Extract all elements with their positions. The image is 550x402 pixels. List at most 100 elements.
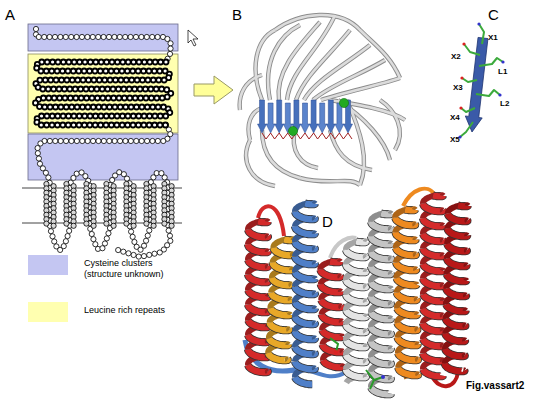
bead [104, 123, 109, 128]
bead [81, 78, 86, 83]
bead [77, 114, 82, 119]
helix-front [445, 349, 465, 356]
bead [77, 123, 82, 128]
panel-letter: C [488, 7, 499, 22]
panel-letter: B [232, 7, 242, 22]
helix-edge [396, 248, 416, 255]
bead [106, 34, 111, 39]
bead [39, 123, 44, 128]
bead [80, 105, 85, 110]
bead [108, 78, 113, 83]
bead [45, 60, 50, 65]
loop [258, 206, 284, 236]
helix-front [397, 323, 417, 330]
helix-bundle [248, 195, 468, 394]
bead [53, 105, 58, 110]
helix-front [446, 304, 466, 311]
helix-front [248, 305, 268, 313]
bead [79, 96, 84, 101]
bead [112, 34, 117, 39]
bead [102, 105, 107, 110]
bead [147, 228, 152, 233]
helix-front [447, 258, 467, 266]
bead [48, 78, 53, 83]
bead [139, 138, 144, 143]
side-chain [464, 44, 480, 55]
alpha-helix [268, 239, 294, 360]
bead [148, 87, 153, 92]
bead [89, 231, 94, 236]
helix-back [395, 209, 415, 218]
bead [62, 87, 67, 92]
bead [82, 69, 87, 74]
bead [147, 252, 152, 257]
bead [106, 96, 111, 101]
bead [55, 123, 60, 128]
bead [144, 34, 149, 39]
bead [155, 34, 160, 39]
helix-edge [248, 320, 268, 327]
bead [162, 78, 167, 83]
helix-front [270, 323, 290, 331]
bead [141, 69, 146, 74]
bead [66, 114, 71, 119]
bead [65, 233, 70, 238]
bead [43, 78, 48, 83]
helix-front [295, 362, 315, 370]
helix-edge [458, 202, 468, 211]
atom [334, 350, 338, 354]
bead [115, 114, 120, 119]
bead [58, 138, 63, 143]
helix-front [381, 210, 391, 217]
bead [158, 60, 163, 65]
helix-front [371, 236, 391, 244]
bead [35, 145, 40, 150]
beta-strand [309, 100, 318, 133]
ribbon [294, 130, 318, 168]
bead [103, 69, 108, 74]
bead [99, 60, 104, 65]
bead [101, 34, 106, 39]
bead [60, 69, 65, 74]
helix-edge [381, 210, 391, 219]
helix-edge [448, 214, 468, 222]
helix-edge [295, 256, 315, 264]
helix-front [268, 353, 288, 360]
ion-sphere [288, 126, 297, 135]
bead [88, 60, 93, 65]
bead [70, 78, 75, 83]
bead [93, 123, 98, 128]
bead [118, 105, 123, 110]
helix-edge [248, 290, 268, 297]
helix-edge [447, 274, 467, 281]
legend-text: Leucine rich repeats [84, 305, 184, 316]
helix-edge [371, 387, 391, 394]
helix-front [371, 312, 391, 319]
helix-edge [423, 204, 443, 212]
helix-edge [423, 234, 443, 241]
bead [157, 69, 162, 74]
bead [66, 60, 71, 65]
bead [66, 123, 71, 128]
bead [101, 138, 106, 143]
helix-edge [397, 323, 417, 330]
bead [155, 138, 160, 143]
helix-front [405, 206, 415, 213]
helix-front [445, 364, 465, 372]
bead [154, 87, 159, 92]
bead [91, 78, 96, 83]
bead [98, 123, 103, 128]
beta-strand [318, 103, 327, 133]
bead [126, 60, 131, 65]
bead [137, 60, 142, 65]
bead [96, 105, 101, 110]
bead [114, 123, 119, 128]
bead [50, 114, 55, 119]
helix-front [448, 214, 468, 222]
bead [139, 105, 144, 110]
helix-edge [423, 279, 443, 287]
helix-front [423, 218, 443, 226]
helix-edge [269, 338, 288, 345]
helix-bead [104, 221, 109, 226]
helix-edge [397, 308, 417, 315]
